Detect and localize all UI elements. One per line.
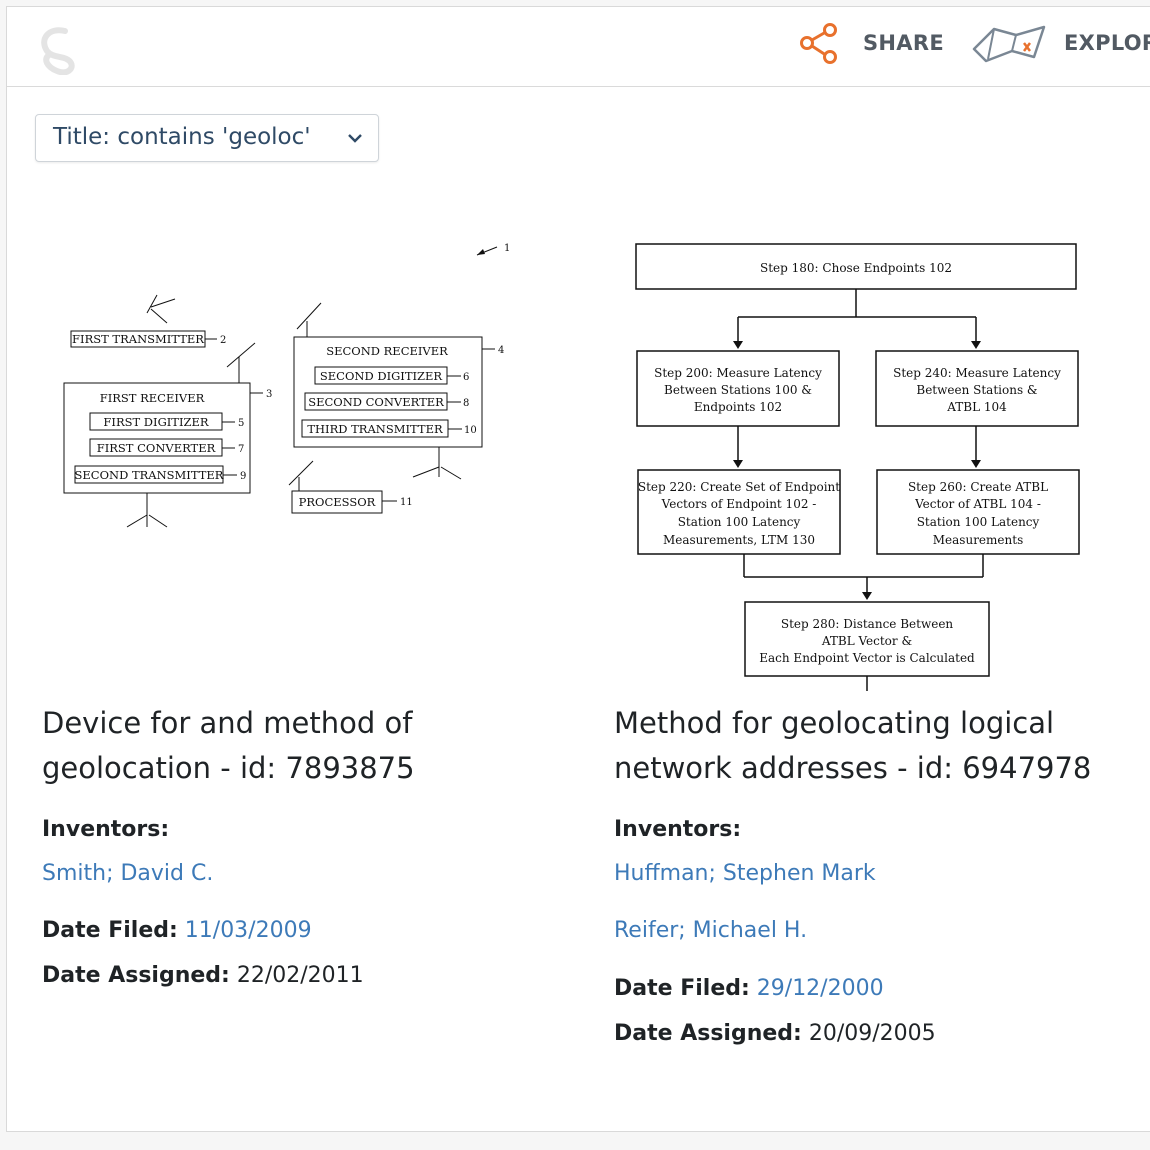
- fig1-first-digitizer: FIRST DIGITIZER: [103, 415, 208, 429]
- fig1-first-transmitter: FIRST TRANSMITTER: [72, 332, 204, 346]
- svg-text:10: 10: [464, 425, 477, 436]
- share-button[interactable]: SHARE: [797, 21, 944, 65]
- fig2-step280-line1: Step 280: Distance Between: [781, 617, 954, 631]
- fig2-step220-line3: Station 100 Latency: [678, 515, 801, 529]
- svg-text:11: 11: [400, 497, 413, 508]
- svg-text:5: 5: [238, 418, 244, 429]
- result-2-title-line2: network addresses - id: 6947978: [614, 751, 1092, 785]
- result-2-title[interactable]: Method for geolocating logical network a…: [614, 701, 1091, 791]
- result-2-date-filed: Date Filed: 29/12/2000: [614, 976, 884, 1001]
- filter-dropdown[interactable]: Title: contains 'geoloc': [35, 114, 379, 162]
- fig2-step280-line2: ATBL Vector &: [821, 634, 913, 648]
- fig2-step200-line3: Endpoints 102: [694, 400, 782, 414]
- svg-text:3: 3: [266, 389, 272, 400]
- explore-label: EXPLOR: [1064, 31, 1150, 55]
- date-filed-label: Date Filed:: [42, 918, 178, 943]
- svg-text:9: 9: [240, 471, 246, 482]
- fig1-second-digitizer: SECOND DIGITIZER: [320, 369, 443, 383]
- fig2-step260-line2: Vector of ATBL 104 -: [914, 497, 1041, 511]
- map-icon: [972, 25, 1046, 63]
- fig1-first-converter: FIRST CONVERTER: [97, 441, 216, 455]
- result-1-date-assigned: Date Assigned: 22/02/2011: [42, 963, 364, 988]
- date-assigned-label: Date Assigned:: [42, 963, 230, 988]
- fig2-step260-line3: Station 100 Latency: [917, 515, 1040, 529]
- share-icon: [800, 23, 837, 64]
- fig2-step220-line2: Vectors of Endpoint 102 -: [661, 497, 817, 511]
- svg-text:4: 4: [498, 345, 504, 356]
- app-logo-icon[interactable]: [35, 25, 83, 75]
- fig1-ref-1: 1: [504, 243, 510, 254]
- date-assigned-label: Date Assigned:: [614, 1021, 802, 1046]
- share-label: SHARE: [863, 31, 944, 55]
- result-1-title-line2: geolocation - id: 7893875: [42, 751, 415, 785]
- fig2-step180: Step 180: Chose Endpoints 102: [760, 261, 952, 275]
- fig2-step220-line4: Measurements, LTM 130: [663, 533, 815, 547]
- result-2-figure[interactable]: Step 180: Chose Endpoints 102 Step 200: …: [629, 237, 1089, 697]
- svg-text:6: 6: [463, 372, 469, 383]
- result-2-inventors-label: Inventors:: [614, 817, 742, 842]
- fig2-step260-line1: Step 260: Create ATBL: [908, 480, 1048, 494]
- result-2-inventor-link-1[interactable]: Huffman; Stephen Mark: [614, 861, 876, 886]
- date-assigned-value: 20/09/2005: [808, 1021, 936, 1046]
- fig2-step240-line3: ATBL 104: [946, 400, 1007, 414]
- fig1-second-receiver: SECOND RECEIVER: [326, 344, 448, 358]
- fig2-step200-line1: Step 200: Measure Latency: [654, 366, 822, 380]
- result-1-title[interactable]: Device for and method of geolocation - i…: [42, 701, 415, 791]
- top-bar: SHARE EXPLOR: [7, 7, 1150, 87]
- svg-text:2: 2: [220, 335, 226, 346]
- date-filed-link[interactable]: 11/03/2009: [184, 918, 312, 943]
- date-filed-label: Date Filed:: [614, 976, 750, 1001]
- result-1-title-line1: Device for and method of: [42, 706, 413, 740]
- fig2-step220-line1: Step 220: Create Set of Endpoint: [638, 480, 840, 494]
- date-assigned-value: 22/02/2011: [236, 963, 364, 988]
- fig2-step260-line4: Measurements: [933, 533, 1023, 547]
- fig1-second-converter: SECOND CONVERTER: [308, 395, 444, 409]
- fig2-step240-line2: Between Stations &: [916, 383, 1038, 397]
- fig1-second-transmitter: SECOND TRANSMITTER: [75, 468, 224, 482]
- result-2-title-line1: Method for geolocating logical: [614, 706, 1055, 740]
- chevron-down-icon: [348, 134, 362, 143]
- fig1-first-receiver: FIRST RECEIVER: [100, 391, 205, 405]
- result-1-figure[interactable]: 1 FIRST TRANSMITTER 2 FIRST RECEIVER 3 F…: [57, 237, 517, 537]
- date-filed-link[interactable]: 29/12/2000: [756, 976, 884, 1001]
- fig2-step240-line1: Step 240: Measure Latency: [893, 366, 1061, 380]
- fig1-third-transmitter: THIRD TRANSMITTER: [307, 422, 443, 436]
- fig2-step200-line2: Between Stations 100 &: [664, 383, 812, 397]
- svg-text:7: 7: [238, 444, 244, 455]
- main-frame: SHARE EXPLOR Title: contains 'geoloc' 1: [6, 6, 1150, 1132]
- result-1-date-filed: Date Filed: 11/03/2009: [42, 918, 312, 943]
- svg-text:8: 8: [463, 398, 469, 409]
- result-2-inventor-link-2[interactable]: Reifer; Michael H.: [614, 918, 808, 943]
- fig2-step280-line3: Each Endpoint Vector is Calculated: [759, 651, 975, 665]
- result-1-inventors-label: Inventors:: [42, 817, 170, 842]
- result-1-inventor-link[interactable]: Smith; David C.: [42, 861, 214, 886]
- fig1-processor: PROCESSOR: [299, 495, 376, 509]
- explore-button[interactable]: EXPLOR: [972, 21, 1150, 65]
- result-2-date-assigned: Date Assigned: 20/09/2005: [614, 1021, 936, 1046]
- filter-selected-value: Title: contains 'geoloc': [53, 124, 311, 150]
